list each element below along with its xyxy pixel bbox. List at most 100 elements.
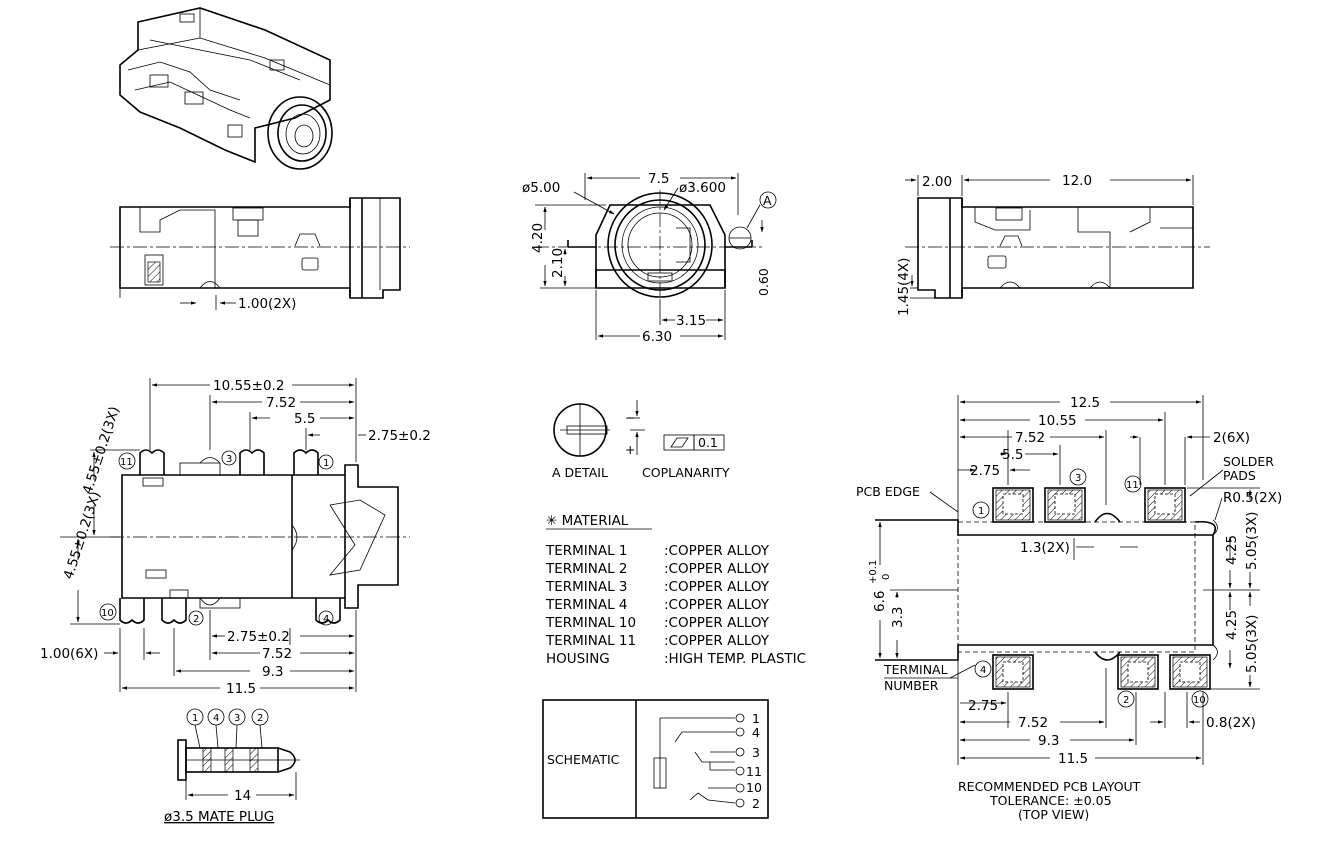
material-row-value: :COPPER ALLOY (664, 561, 770, 577)
front-gap-dim: 0.60 (756, 268, 771, 296)
material-row-name: TERMINAL 4 (545, 597, 628, 613)
material-row-value: :COPPER ALLOY (664, 543, 770, 559)
front-half-dim: 3.15 (676, 313, 706, 329)
material-row-name: HOUSING (546, 651, 610, 667)
top-dim-2-75-bottom: 2.75±0.2 (227, 629, 290, 645)
top-terminal-3: 3 (226, 454, 232, 465)
front-view: A 7.5 ø5.00 ø3.600 4.20 2.10 0.60 3.15 6… (522, 171, 777, 345)
pcb-dim-r05: R0.5(2X) (1223, 490, 1282, 506)
pcb-terminal-3: 3 (1075, 473, 1081, 484)
pcb-dim-6-6: 6.6 (872, 591, 888, 612)
top-dim-5-5: 5.5 (294, 411, 315, 427)
front-base-dim: 6.30 (642, 329, 672, 345)
plug-ring-3: 3 (234, 713, 240, 724)
pcb-dim-12-5: 12.5 (1070, 395, 1100, 411)
pcb-terminal-1: 1 (978, 506, 984, 517)
schematic-label: SCHEMATIC (547, 752, 620, 767)
material-table: ✳ MATERIAL TERMINAL 1 :COPPER ALLOY TERM… (545, 513, 806, 667)
right-length-dim: 12.0 (1062, 173, 1092, 189)
top-terminal-11: 11 (120, 457, 133, 468)
pcb-dim-2-6x: 2(6X) (1213, 430, 1250, 446)
pcb-dim-2-75-top: 2.75 (970, 463, 1000, 479)
detail-a-caption: A DETAIL (552, 465, 608, 480)
isometric-view (119, 7, 333, 170)
plug-caption: ø3.5 MATE PLUG (164, 809, 274, 825)
top-dim-7-52-bottom: 7.52 (262, 646, 292, 662)
pcb-dim-2-75-bottom: 2.75 (968, 698, 998, 714)
top-terminal-1: 1 (323, 458, 329, 469)
pcb-dim-1-3: 1.3(2X) (1020, 540, 1070, 556)
pcb-solder-pads-2: PADS (1223, 468, 1256, 483)
pcb-layout: 1 3 11 4 2 10 12.5 10.55 7.52 5.5 2.75 (856, 395, 1282, 822)
pcb-caption-3: (TOP VIEW) (1018, 807, 1089, 822)
top-view: 11 3 1 10 2 4 10.55±0.2 7.52 5.5 2.75±0.… (40, 378, 431, 697)
front-inner-dia: ø3.600 (679, 180, 726, 196)
pcb-terminal-label-2: NUMBER (884, 678, 939, 693)
material-row-name: TERMINAL 2 (545, 561, 628, 577)
material-row-value: :COPPER ALLOY (664, 615, 770, 631)
top-dim-pin-width: 1.00(6X) (40, 646, 98, 662)
pcb-dim-6-6-tol-up: +0.1 (868, 560, 879, 584)
pcb-dim-6-6-tol-down: 0 (881, 574, 892, 580)
material-row-value: :COPPER ALLOY (664, 579, 770, 595)
schematic-pin-1: 1 (752, 711, 760, 726)
plug-ring-1: 1 (192, 713, 198, 724)
mate-plug: 1 4 3 2 14 ø3.5 MATE PLUG (164, 708, 300, 825)
front-outer-dia: ø5.00 (522, 180, 560, 196)
pcb-caption-2: TOLERANCE: ±0.05 (989, 793, 1112, 808)
schematic-pin-4: 4 (752, 725, 760, 740)
pcb-solder-pads-1: SOLDER (1223, 454, 1274, 469)
schematic-pin-2: 2 (752, 796, 760, 811)
svg-text:−: − (625, 410, 635, 425)
schematic-pin-11: 11 (746, 764, 762, 779)
pcb-edge-label: PCB EDGE (856, 484, 920, 499)
pcb-dim-11-5: 11.5 (1058, 751, 1088, 767)
pcb-dim-7-52-bottom: 7.52 (1018, 715, 1048, 731)
coplanarity-caption: COPLANARITY (642, 465, 730, 480)
material-row-value: :COPPER ALLOY (664, 633, 770, 649)
top-terminal-10: 10 (101, 608, 114, 619)
pcb-dim-5-05-bottom: 5.05(3X) (1244, 615, 1260, 673)
top-dim-left-lower: 4.55±0.2(3X) (61, 490, 104, 582)
right-flange-dim: 2.00 (922, 174, 952, 190)
material-row-value: :HIGH TEMP. PLASTIC (664, 651, 806, 667)
material-row-name: TERMINAL 1 (545, 543, 628, 559)
side-view: 1.00(2X) (110, 197, 410, 312)
pcb-dim-3-3: 3.3 (890, 607, 906, 628)
detail-a: − + 0.1 A DETAIL COPLANARITY (552, 400, 730, 480)
material-row-name: TERMINAL 11 (545, 633, 636, 649)
pcb-dim-10-55: 10.55 (1038, 413, 1077, 429)
plug-length-dim: 14 (234, 788, 251, 804)
right-offset-dim: 1.45(4X) (896, 258, 912, 316)
pcb-dim-4-25-bottom: 4.25 (1224, 610, 1240, 640)
pcb-dim-7-52: 7.52 (1015, 430, 1045, 446)
pcb-dim-9-3: 9.3 (1038, 733, 1059, 749)
top-dim-10-55: 10.55±0.2 (213, 378, 284, 394)
pcb-dim-5-05-top: 5.05(3X) (1244, 512, 1260, 570)
top-terminal-2: 2 (193, 614, 199, 625)
pcb-terminal-10: 10 (1193, 695, 1206, 706)
material-row-name: TERMINAL 3 (545, 579, 628, 595)
schematic-pin-10: 10 (746, 780, 762, 795)
front-center-dim: 2.10 (550, 248, 566, 278)
material-heading: ✳ MATERIAL (546, 513, 629, 529)
right-side-view: 2.00 12.0 1.45(4X) (896, 173, 1210, 316)
front-width-dim: 7.5 (648, 171, 669, 187)
pcb-terminal-2: 2 (1123, 695, 1129, 706)
front-height-dim: 4.20 (530, 223, 546, 253)
top-terminal-4: 4 (323, 614, 329, 625)
pcb-caption-1: RECOMMENDED PCB LAYOUT (958, 779, 1141, 794)
pcb-dim-5-5: 5.5 (1002, 447, 1023, 463)
top-dim-11-5: 11.5 (226, 681, 256, 697)
side-pitch-dim: 1.00(2X) (238, 296, 296, 312)
material-row-name: TERMINAL 10 (545, 615, 636, 631)
pcb-terminal-11: 11 (1126, 480, 1139, 491)
pcb-terminal-4: 4 (980, 665, 986, 676)
plug-ring-2: 2 (257, 713, 263, 724)
plug-ring-4: 4 (213, 713, 219, 724)
schematic: SCHEMATIC 1 4 3 11 10 2 (542, 699, 769, 819)
top-dim-9-3: 9.3 (262, 664, 283, 680)
top-dim-7-52: 7.52 (266, 395, 296, 411)
coplanarity-value: 0.1 (698, 435, 718, 450)
